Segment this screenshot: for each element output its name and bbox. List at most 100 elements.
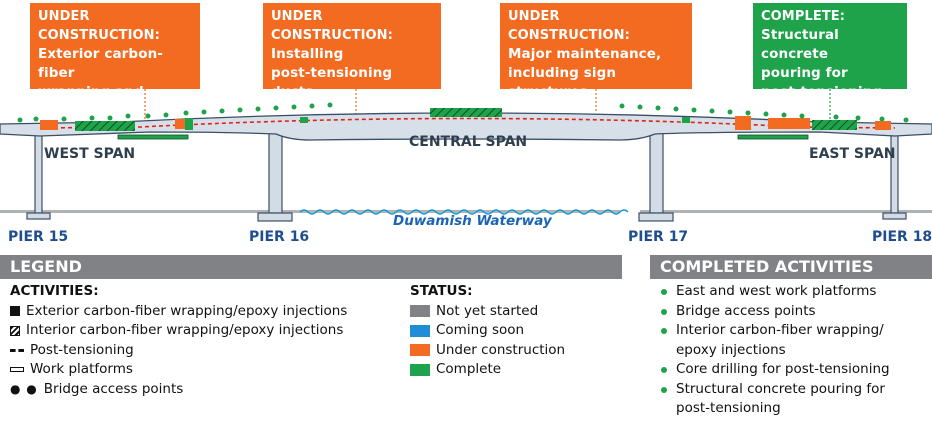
completed-item-label: East and west work platforms bbox=[676, 283, 877, 299]
complete-segment bbox=[682, 117, 690, 123]
exterior-wrap-segment bbox=[768, 118, 810, 129]
completed-list: East and west work platforms Bridge acce… bbox=[658, 282, 928, 419]
status-item: Not yet started bbox=[410, 302, 565, 322]
pier-17-label: PIER 17 bbox=[628, 229, 689, 245]
completed-item-label: Core drilling for post-tensioning bbox=[676, 361, 890, 377]
legend-item-label: Bridge access points bbox=[43, 380, 184, 397]
exterior-wrap-segment bbox=[735, 116, 751, 130]
dots-icon: ● ● bbox=[10, 381, 38, 396]
legend-item-label: Interior carbon-fiber wrapping/epoxy inj… bbox=[26, 322, 344, 338]
bullet-icon bbox=[661, 308, 667, 315]
water-wave bbox=[299, 209, 629, 215]
pier-18-label: PIER 18 bbox=[872, 229, 932, 245]
blue-swatch bbox=[410, 324, 430, 337]
callout-structural-concrete: COMPLETE: Structural concrete pouring fo… bbox=[753, 3, 907, 100]
ground-line bbox=[0, 210, 620, 213]
exterior-wrap-segment bbox=[175, 119, 185, 129]
legend-item: Exterior carbon-fiber wrapping/epoxy inj… bbox=[10, 302, 347, 322]
legend-item-label: Exterior carbon-fiber wrapping/epoxy inj… bbox=[26, 302, 348, 319]
solid-square-icon bbox=[10, 306, 20, 317]
platform-bar-icon bbox=[10, 367, 24, 373]
status-label: Coming soon bbox=[436, 322, 525, 338]
callout-post-tensioning-ducts: UNDER CONSTRUCTION: Installing post-tens… bbox=[263, 3, 441, 100]
completed-item: Structural concrete pouring for post-ten… bbox=[658, 380, 916, 419]
legend-item: ● ● Bridge access points bbox=[10, 380, 347, 400]
pier-17-column bbox=[649, 130, 664, 214]
dashed-line-icon bbox=[10, 348, 24, 352]
east-span-label: EAST SPAN bbox=[809, 146, 896, 162]
pier-15-label: PIER 15 bbox=[8, 229, 69, 245]
status-legend: STATUS: Not yet started Coming soon Unde… bbox=[410, 282, 565, 380]
callout-line: Exterior carbon-fiber bbox=[38, 46, 163, 81]
pier-15-footing bbox=[26, 212, 51, 220]
callout-line: Major maintenance, bbox=[508, 46, 662, 62]
pier-18-footing bbox=[882, 212, 907, 220]
activities-legend: ACTIVITIES: Exterior carbon-fiber wrappi… bbox=[10, 282, 347, 399]
ground-line bbox=[640, 210, 932, 213]
waterway-label: Duwamish Waterway bbox=[393, 213, 552, 229]
status-item: Complete bbox=[410, 360, 565, 380]
pier-16-column bbox=[268, 130, 283, 214]
interior-wrap-segment bbox=[812, 120, 857, 130]
status-label: Under construction bbox=[436, 341, 566, 358]
bridge-diagram bbox=[0, 89, 932, 222]
legend-item: Post-tensioning bbox=[10, 341, 347, 361]
work-platform bbox=[117, 134, 189, 140]
callout-line: post-tensioning bbox=[271, 65, 393, 81]
interior-wrap-segment bbox=[75, 121, 135, 131]
legend-item-label: Work platforms bbox=[30, 361, 133, 377]
status-item: Coming soon bbox=[410, 321, 565, 341]
exterior-wrap-segment bbox=[40, 120, 58, 130]
bullet-icon bbox=[661, 328, 667, 334]
bullet-icon bbox=[661, 367, 667, 373]
status-label: Complete bbox=[436, 361, 502, 377]
bridge-deck bbox=[0, 112, 932, 141]
pier-16-label: PIER 16 bbox=[249, 229, 310, 245]
callout-line: ducts bbox=[271, 84, 314, 100]
complete-segment bbox=[300, 117, 308, 123]
status-title: STATUS: bbox=[410, 283, 473, 299]
completed-item-label: Bridge access points bbox=[676, 302, 816, 319]
pier-17-footing bbox=[638, 212, 674, 222]
completed-item: East and west work platforms bbox=[658, 282, 928, 302]
status-label: Not yet started bbox=[436, 302, 539, 319]
callout-line: post-tensioning bbox=[761, 84, 883, 100]
legend-item: Work platforms bbox=[10, 360, 347, 380]
pier-16-footing bbox=[257, 212, 293, 222]
callout-status: UNDER CONSTRUCTION: bbox=[38, 9, 160, 43]
status-item: Under construction bbox=[410, 341, 565, 361]
callout-line: pouring for bbox=[761, 65, 848, 81]
gray-swatch bbox=[410, 305, 430, 318]
callout-line: wrapping and epoxy bbox=[38, 84, 144, 119]
callout-status: UNDER CONSTRUCTION: bbox=[271, 9, 393, 43]
legend-header: LEGEND bbox=[0, 255, 622, 279]
pier-15-column bbox=[34, 134, 43, 214]
legend-item-label: Post-tensioning bbox=[30, 341, 134, 358]
access-points bbox=[17, 102, 909, 123]
interior-wrap-segment bbox=[430, 108, 502, 117]
post-tensioning-line bbox=[39, 117, 896, 129]
activities-title: ACTIVITIES: bbox=[10, 283, 99, 299]
completed-item: Interior carbon-fiber wrapping/ epoxy in… bbox=[658, 321, 911, 360]
exterior-wrap-segment bbox=[875, 121, 891, 130]
complete-segment bbox=[185, 118, 193, 130]
callout-line: including sign structures bbox=[508, 65, 617, 100]
central-span-label: CENTRAL SPAN bbox=[409, 134, 528, 150]
callout-status: UNDER CONSTRUCTION: bbox=[508, 9, 630, 43]
callout-line: Installing bbox=[271, 46, 344, 62]
completed-item-label: Structural concrete pouring for post-ten… bbox=[676, 380, 885, 417]
green-swatch bbox=[410, 363, 430, 376]
orange-swatch bbox=[410, 344, 430, 357]
bullet-icon bbox=[661, 386, 667, 393]
work-platform bbox=[737, 134, 809, 140]
legend-item: Interior carbon-fiber wrapping/epoxy inj… bbox=[10, 321, 347, 341]
callout-status: COMPLETE: bbox=[761, 9, 846, 24]
callout-line: Structural concrete bbox=[761, 27, 839, 62]
completed-item: Core drilling for post-tensioning bbox=[658, 360, 928, 380]
completed-header: COMPLETED ACTIVITIES bbox=[650, 255, 932, 279]
hatched-square-icon bbox=[10, 325, 20, 336]
bullet-icon bbox=[661, 289, 667, 295]
completed-item: Bridge access points bbox=[658, 302, 928, 322]
completed-item-label: Interior carbon-fiber wrapping/ epoxy in… bbox=[676, 322, 884, 358]
west-span-label: WEST SPAN bbox=[44, 146, 136, 162]
